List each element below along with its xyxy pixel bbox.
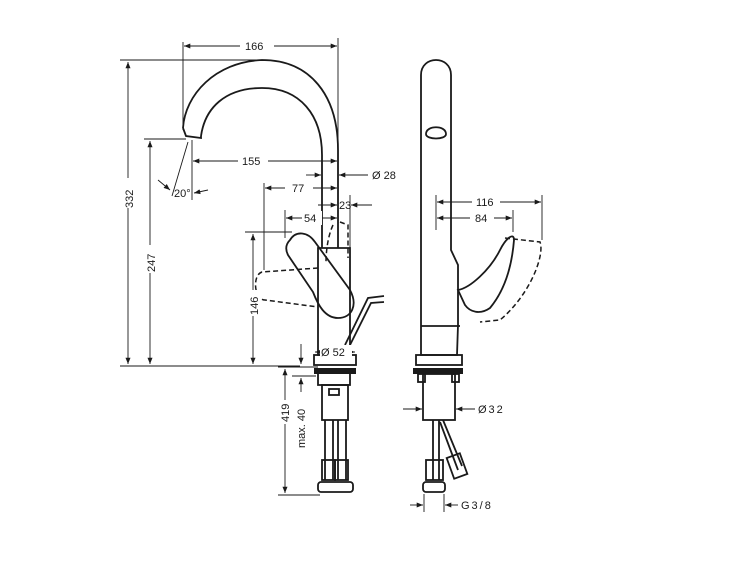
dim-77: 77 — [292, 183, 304, 195]
lever-handle — [285, 232, 355, 319]
dim-166: 166 — [245, 41, 263, 53]
dim-419: 419 — [280, 404, 292, 422]
front-view-dimensions: 166 332 247 155 20° Ø 28 77 23 54 — [120, 38, 396, 496]
dim-diameter-28: Ø 28 — [372, 170, 396, 182]
dim-thread-g3-8: G3/8 — [461, 500, 493, 512]
dim-146: 146 — [249, 297, 261, 315]
dim-84: 84 — [475, 213, 487, 225]
side-view-faucet — [413, 59, 542, 493]
side-view-dimensions: 116 84 Ø32 G3/8 — [403, 195, 543, 512]
spout-outline — [182, 59, 339, 248]
dim-332: 332 — [124, 190, 136, 208]
dim-max-40: max. 40 — [296, 409, 308, 448]
dim-20-degrees: 20° — [174, 188, 191, 200]
dim-54: 54 — [304, 213, 316, 225]
body-outline — [317, 247, 351, 356]
dim-116: 116 — [476, 197, 494, 209]
side-body-outline — [420, 59, 459, 356]
dim-diameter-32: Ø32 — [478, 404, 505, 416]
dim-247: 247 — [146, 254, 158, 272]
front-view-faucet — [182, 59, 385, 493]
dim-155: 155 — [242, 156, 260, 168]
dim-diameter-52: Ø 52 — [321, 347, 345, 359]
dim-23: 23 — [339, 200, 351, 212]
